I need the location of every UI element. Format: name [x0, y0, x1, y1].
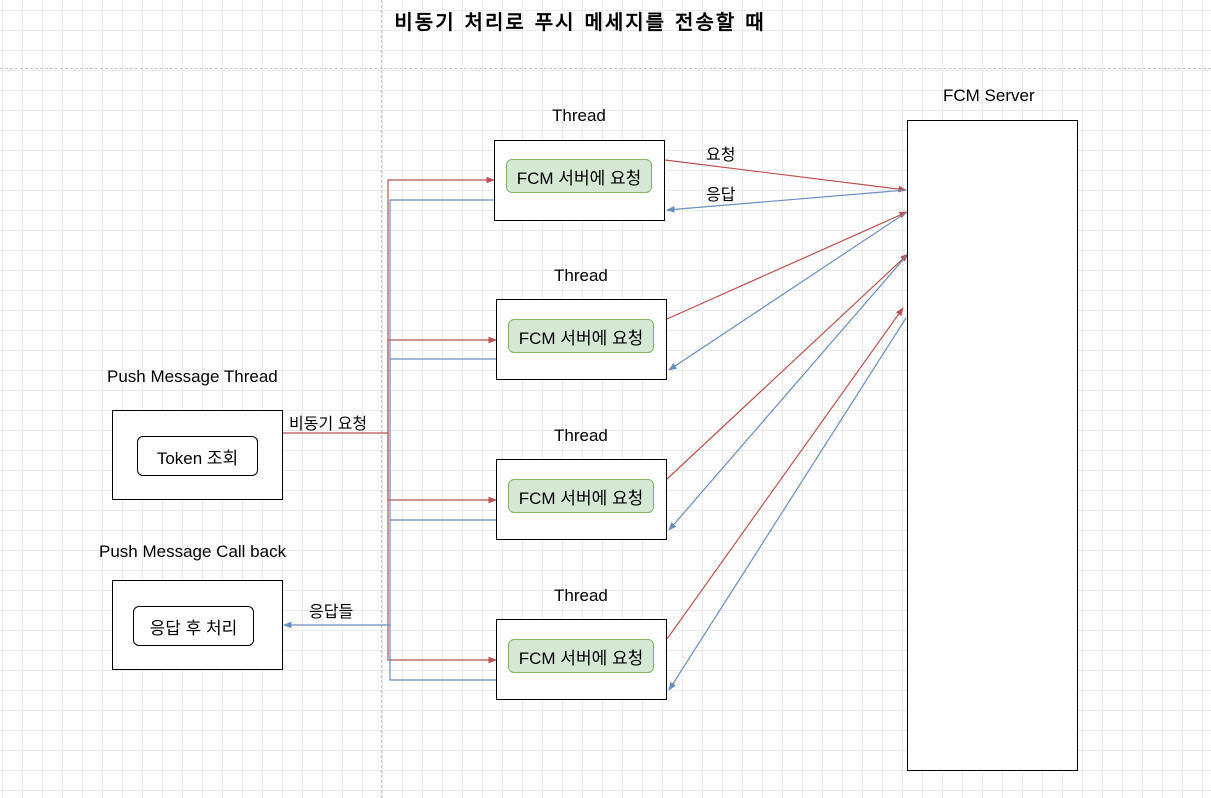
push-thread-box: Token 조회 — [112, 410, 283, 500]
thread-box: FCM 서버에 요청 — [496, 299, 667, 380]
fcm-server-box — [907, 120, 1078, 771]
server-request-edge — [666, 211, 908, 320]
async-request-edge — [387, 433, 497, 664]
server-response-edge — [668, 211, 908, 371]
push-thread-label: Push Message Thread — [107, 367, 278, 386]
thread-label: Thread — [554, 586, 608, 605]
async-request-edge — [387, 433, 497, 504]
async-request-edge — [387, 336, 497, 433]
thread-label: Thread — [554, 426, 608, 445]
token-lookup-node: Token 조회 — [137, 436, 258, 476]
response-handling-node: 응답 후 처리 — [133, 606, 254, 646]
fcm-request-node: FCM 서버에 요청 — [508, 319, 654, 353]
server-request-edge — [666, 307, 904, 640]
callback-box: 응답 후 처리 — [112, 580, 283, 670]
request-label: 요청 — [706, 147, 736, 164]
thread-box: FCM 서버에 요청 — [496, 619, 667, 700]
fcm-request-node: FCM 서버에 요청 — [508, 479, 654, 513]
thread-label: Thread — [554, 266, 608, 285]
server-response-edge — [666, 189, 907, 213]
guide-line-vertical — [381, 0, 382, 798]
thread-box: FCM 서버에 요청 — [494, 140, 665, 221]
server-response-edge — [668, 253, 909, 531]
responses-label: 응답들 — [309, 604, 354, 621]
fcm-request-node: FCM 서버에 요청 — [508, 639, 654, 673]
server-label: FCM Server — [943, 86, 1035, 105]
guide-line-horizontal — [0, 68, 1211, 69]
server-response-edge — [668, 317, 907, 691]
response-label: 응답 — [706, 187, 736, 204]
diagram-title: 비동기 처리로 푸시 메세지를 전송할 때 — [394, 10, 766, 34]
fcm-request-node: FCM 서버에 요청 — [506, 159, 652, 193]
async-request-label: 비동기 요청 — [289, 416, 368, 433]
thread-label: Thread — [552, 106, 606, 125]
response-return-edge — [283, 199, 494, 629]
async-request-edge — [283, 176, 495, 434]
callback-label: Push Message Call back — [99, 542, 287, 561]
response-return-edge — [389, 625, 496, 681]
server-request-edge — [666, 253, 909, 480]
server-request-edge — [664, 159, 907, 193]
thread-box: FCM 서버에 요청 — [496, 459, 667, 540]
